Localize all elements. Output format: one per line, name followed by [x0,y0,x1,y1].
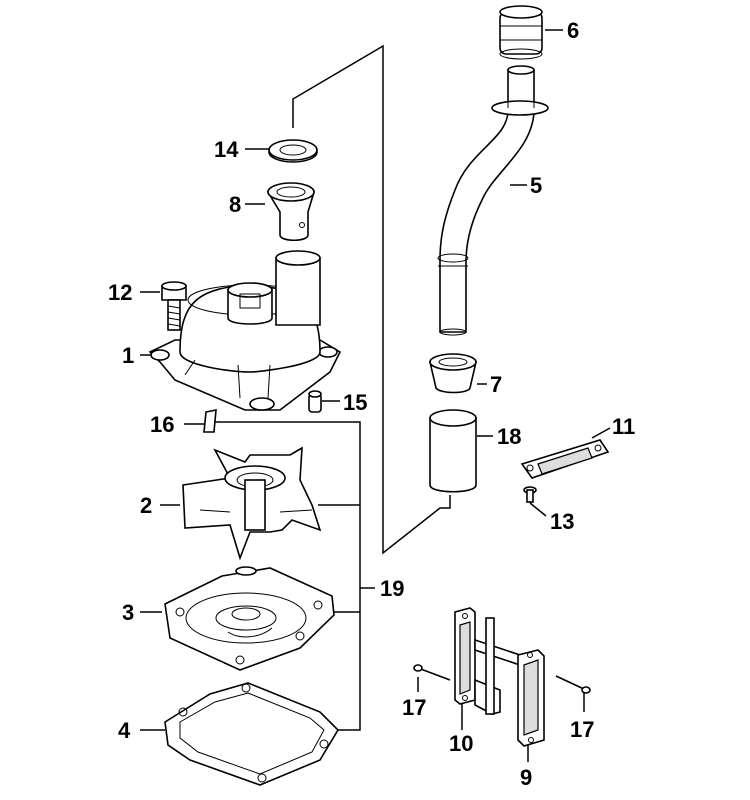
callout-17-left: 17 [402,695,426,720]
screw-part-17-right [555,675,591,694]
bar-part-9 [517,649,545,747]
callout-6: 6 [567,18,579,43]
callout-15: 15 [343,390,367,415]
callout-labels: 1 2 3 4 5 6 7 8 9 10 11 12 13 14 15 16 1… [108,18,635,790]
callout-3: 3 [122,600,134,625]
screen-plate-part-11 [520,439,610,479]
seal-ring-part-14 [268,139,318,163]
callout-11: 11 [612,414,635,439]
callout-9: 9 [520,765,532,790]
callout-17-right: 17 [570,717,594,742]
leader-lines [140,29,611,762]
callout-13: 13 [550,509,574,534]
callout-12: 12 [108,280,132,305]
grommet-part-7 [428,353,478,394]
callout-2: 2 [140,493,152,518]
pump-housing-part-1 [148,250,342,411]
callout-16: 16 [150,412,174,437]
callout-19: 19 [380,576,404,601]
callout-7: 7 [490,372,502,397]
grommet-part-8 [266,182,316,242]
callout-8: 8 [229,192,241,217]
gasket-part-4 [164,682,340,786]
grommet-part-6 [499,5,543,60]
bracket-part-10 [454,607,521,715]
callout-4: 4 [118,718,131,743]
callout-1: 1 [122,343,134,368]
dowel-pin-part-15 [308,390,322,413]
callout-14: 14 [214,137,239,162]
water-tube-part-5 [437,65,549,336]
key-part-16 [203,409,217,433]
callout-5: 5 [530,173,542,198]
sleeve-part-18 [429,409,477,493]
callout-10: 10 [449,731,473,756]
bolt-part-12 [161,281,187,331]
callout-18: 18 [497,424,521,449]
screw-part-13 [523,486,537,503]
screw-part-17-left [413,664,451,681]
plate-part-3 [164,566,335,671]
impeller-part-2 [182,446,322,561]
